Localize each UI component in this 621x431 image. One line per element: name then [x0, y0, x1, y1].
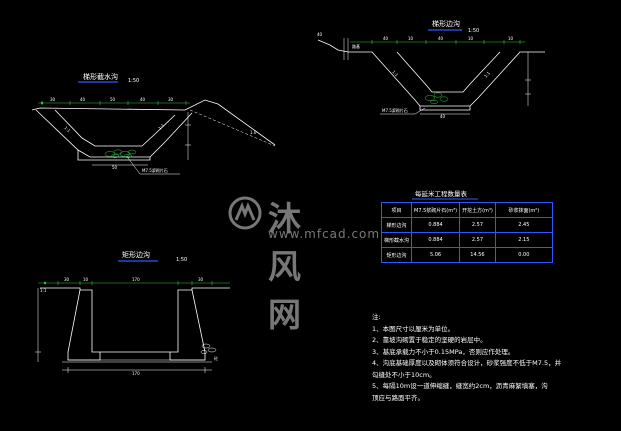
table-cell: 2.57	[459, 217, 496, 233]
note-item: 5、每隔10m设一道伸缩缝，缝宽约2cm，沥青麻絮填塞，沟	[372, 382, 548, 390]
left-section-title: 梯形截水沟	[83, 72, 118, 81]
right-left-label-2: 40	[317, 32, 323, 37]
notes-heading: 注:	[372, 313, 381, 321]
watermark-logo-icon	[228, 196, 262, 230]
left-dim-2: 40	[80, 97, 86, 102]
right-section-scale: 1:50	[468, 28, 479, 34]
left-dim-1: 30	[50, 97, 56, 102]
note-item: 1、本图尺寸以厘米为单位。	[372, 324, 455, 333]
watermark-url: www.mfcad.com	[268, 227, 381, 241]
table-header-cell: 项目	[380, 202, 413, 218]
left-dim-3: 50	[110, 97, 116, 102]
table-cell: 矩形边沟	[380, 247, 413, 263]
note-item: 2、靠坡沟砌置于稳定的坚硬的岩层中。	[372, 336, 487, 344]
left-slope-right: 1:1	[157, 122, 165, 130]
table-header-cell: M7.5浆砌片石(m³)	[411, 202, 461, 218]
bottom-bottom-dim: 170	[132, 371, 140, 376]
table-cell: 14.56	[459, 247, 496, 263]
right-dim-2: 10	[408, 36, 414, 41]
right-dim-4: 10	[468, 36, 474, 41]
right-bottom-dim: 40	[440, 114, 446, 119]
right-slope-left: 1:1	[391, 69, 399, 77]
right-callout: M7.5浆砌片石	[382, 107, 408, 113]
table-cell: 0.884	[411, 217, 461, 233]
table-cell: 0.884	[411, 232, 461, 248]
note-item: 顶应与路面平齐。	[372, 393, 424, 402]
table-header-cell: 开挖土方(m³)	[459, 202, 496, 218]
bottom-right-mark: 砼	[214, 355, 218, 361]
table-cell: 0.00	[494, 247, 553, 263]
left-dim-5: 30	[168, 97, 174, 102]
left-side-label: 1.0	[250, 130, 257, 135]
notes-block: 注: 1、本图尺寸以厘米为单位。 2、靠坡沟砌置于稳定的坚硬的岩层中。 3、基底…	[372, 312, 561, 404]
table-cell: 2.45	[494, 217, 553, 233]
bottom-section-title: 矩形边沟	[122, 250, 150, 259]
table-row: 梯形边沟 0.884 2.57 2.45	[380, 217, 553, 233]
left-section-scale: 1:50	[128, 78, 139, 84]
left-dim-4: 40	[140, 97, 146, 102]
bottom-mark-left: 1:1	[40, 288, 47, 293]
table-title: 每延米工程数量表	[415, 189, 468, 198]
table-cell: 梯形边沟	[380, 217, 413, 233]
table-cell: 2.15	[494, 232, 553, 248]
table-header-row: 项目 M7.5浆砌片石(m³) 开挖土方(m³) 砂浆抹面(m²)	[380, 202, 553, 218]
bottom-dim-4: 30	[198, 277, 204, 282]
bottom-section-scale: 1:50	[176, 257, 187, 263]
right-slope-right: 1:1	[483, 70, 491, 78]
left-callout: M7.5浆砌片石	[142, 167, 168, 173]
left-bottom-dim: 50	[112, 165, 118, 170]
left-slope-left: 1:1	[63, 125, 71, 133]
table-row: 梯形截水沟 0.884 2.57 2.15	[380, 232, 553, 248]
note-item: 3、基底承载力不小于0.15MPa，否则应作处理。	[372, 347, 515, 356]
table-row: 矩形边沟 5.06 14.56 0.00	[380, 247, 553, 263]
note-item: 勾缝处不小于10cm。	[372, 370, 436, 379]
right-ditch-section: 梯形边沟 1:50 40 10 40 10 10 路基 40 1:1 1:1	[317, 19, 545, 119]
bottom-dim-3: 170	[132, 277, 140, 282]
right-dim-5: 10	[508, 36, 514, 41]
quantity-table: 项目 M7.5浆砌片石(m³) 开挖土方(m³) 砂浆抹面(m²) 梯形边沟 0…	[380, 202, 553, 263]
table-header-cell: 砂浆抹面(m²)	[494, 202, 553, 218]
note-item: 4、沟底基础厚度以及砌体须符合设计，砂浆强度不低于M7.5，并	[372, 359, 562, 367]
left-ditch-section: 梯形截水沟 1:50 30 40 50 40 30 1:1 1:1 1.0	[31, 72, 276, 175]
rect-ditch-section: 矩形边沟 1:50 30 10 170 30 1:1 砼 170	[35, 250, 230, 376]
bottom-dim-1: 30	[64, 277, 70, 282]
bottom-dim-2: 10	[83, 277, 89, 282]
right-dim-3: 40	[438, 36, 444, 41]
table-cell: 5.06	[411, 247, 461, 263]
right-dim-1: 40	[383, 36, 389, 41]
table-cell: 梯形截水沟	[380, 232, 413, 248]
right-section-title: 梯形边沟	[432, 19, 460, 28]
table-cell: 2.57	[459, 232, 496, 248]
watermark-cn: 沐风网	[268, 199, 303, 334]
right-left-label-1: 路基	[352, 43, 360, 49]
